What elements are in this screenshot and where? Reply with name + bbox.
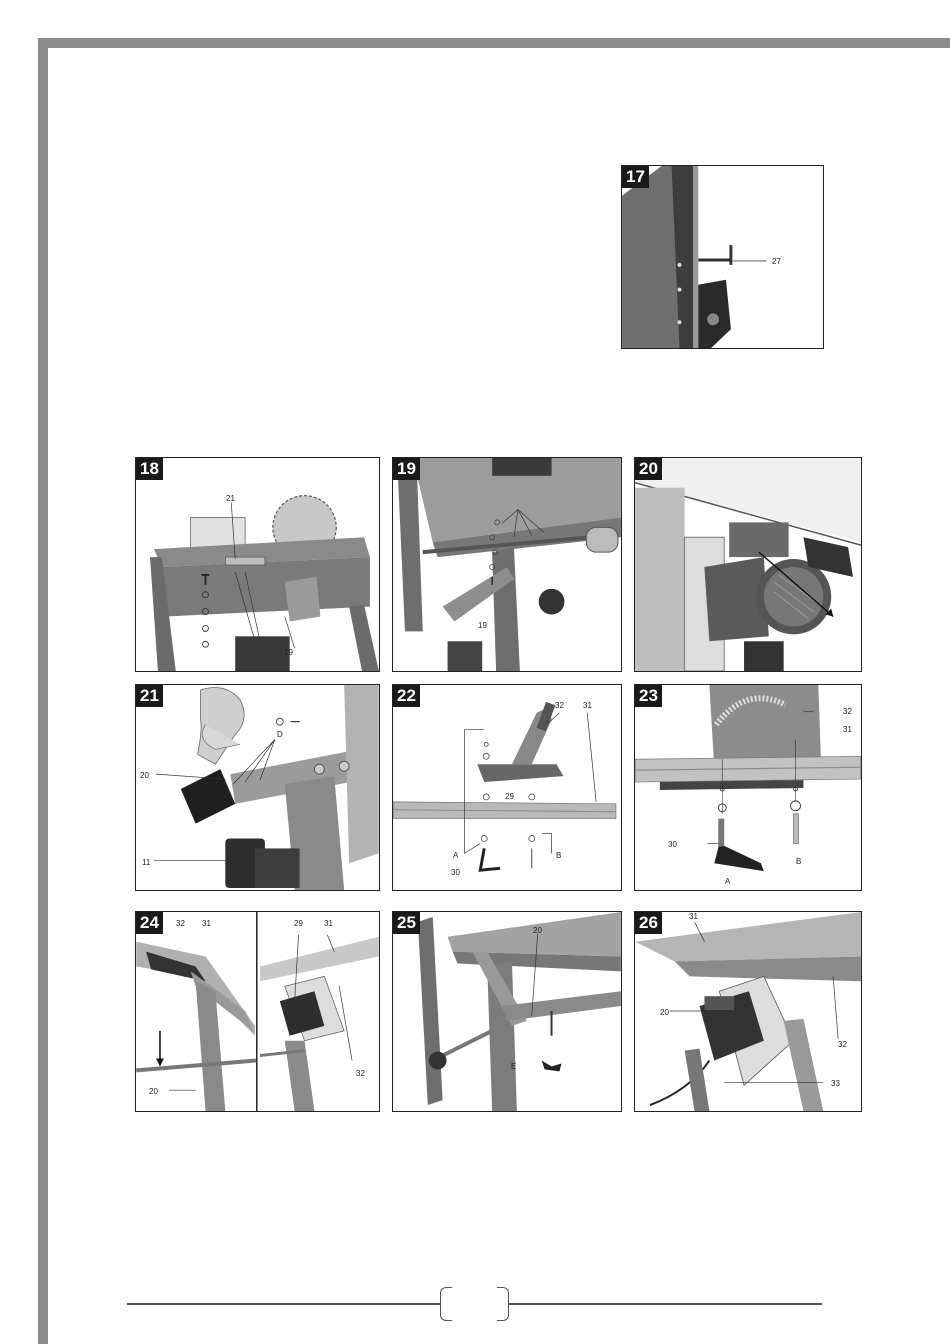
callout-A: A [453, 851, 458, 860]
figure-number: 24 [136, 912, 163, 934]
figure-number: 21 [136, 685, 163, 707]
footer-bracket-right [497, 1287, 509, 1321]
callout-32: 32 [843, 707, 852, 716]
figure-number: 17 [622, 166, 649, 188]
callout-33: 33 [831, 1079, 840, 1088]
callout-31: 31 [583, 701, 592, 710]
figure-24-illustration [136, 912, 379, 1111]
callout-31: 31 [202, 919, 211, 928]
callout-A: A [725, 877, 730, 886]
figure-17: 17 27 [621, 165, 824, 349]
callout-B: B [556, 851, 561, 860]
callout-27: 27 [772, 257, 781, 266]
figure-20: 20 [634, 457, 862, 672]
figure-22-illustration [393, 685, 621, 890]
figure-number: 25 [393, 912, 420, 934]
figure-17-illustration [622, 166, 823, 348]
figure-25-illustration [393, 912, 621, 1111]
figure-22: 22 32 31 29 A B 30 [392, 684, 622, 891]
figure-26: 26 31 20 32 33 [634, 911, 862, 1112]
figure-number: 26 [635, 912, 662, 934]
callout-29: 29 [294, 919, 303, 928]
callout-20: 20 [140, 771, 149, 780]
callout-32: 32 [555, 701, 564, 710]
figure-19: 19 19 [392, 457, 622, 672]
callout-D: D [277, 730, 283, 739]
figure-19-illustration [393, 458, 621, 671]
footer-line-right [509, 1303, 822, 1305]
callout-32: 32 [356, 1069, 365, 1078]
figure-number: 19 [393, 458, 420, 480]
callout-32: 32 [176, 919, 185, 928]
figure-25: 25 20 E [392, 911, 622, 1112]
figure-number: 18 [136, 458, 163, 480]
footer-bracket-left [440, 1287, 452, 1321]
callout-31: 31 [689, 912, 698, 921]
figure-23: 23 32 31 30 A B [634, 684, 862, 891]
callout-30: 30 [668, 840, 677, 849]
figure-24: 24 32 31 29 31 20 32 [135, 911, 380, 1112]
callout-29: 29 [505, 792, 514, 801]
callout-21: 21 [226, 494, 235, 503]
callout-30: 30 [451, 868, 460, 877]
figure-20-illustration [635, 458, 861, 671]
callout-E: E [511, 1062, 516, 1071]
figure-18-illustration [136, 458, 379, 671]
callout-32: 32 [838, 1040, 847, 1049]
footer-line-left [127, 1303, 440, 1305]
page-frame-top [38, 38, 950, 48]
figure-21-illustration [136, 685, 379, 890]
callout-B: B [796, 857, 801, 866]
callout-11: 11 [142, 858, 150, 867]
callout-20: 20 [533, 926, 542, 935]
callout-19: 19 [284, 648, 293, 657]
figure-18: 18 21 19 [135, 457, 380, 672]
callout-20: 20 [149, 1087, 158, 1096]
figure-23-illustration [635, 685, 861, 890]
figure-number: 20 [635, 458, 662, 480]
callout-20: 20 [660, 1008, 669, 1017]
callout-31: 31 [843, 725, 852, 734]
page-frame-left [38, 38, 48, 1344]
figure-21: 21 D 20 11 [135, 684, 380, 891]
figure-number: 22 [393, 685, 420, 707]
callout-31: 31 [324, 919, 333, 928]
figure-number: 23 [635, 685, 662, 707]
callout-19: 19 [478, 621, 487, 630]
